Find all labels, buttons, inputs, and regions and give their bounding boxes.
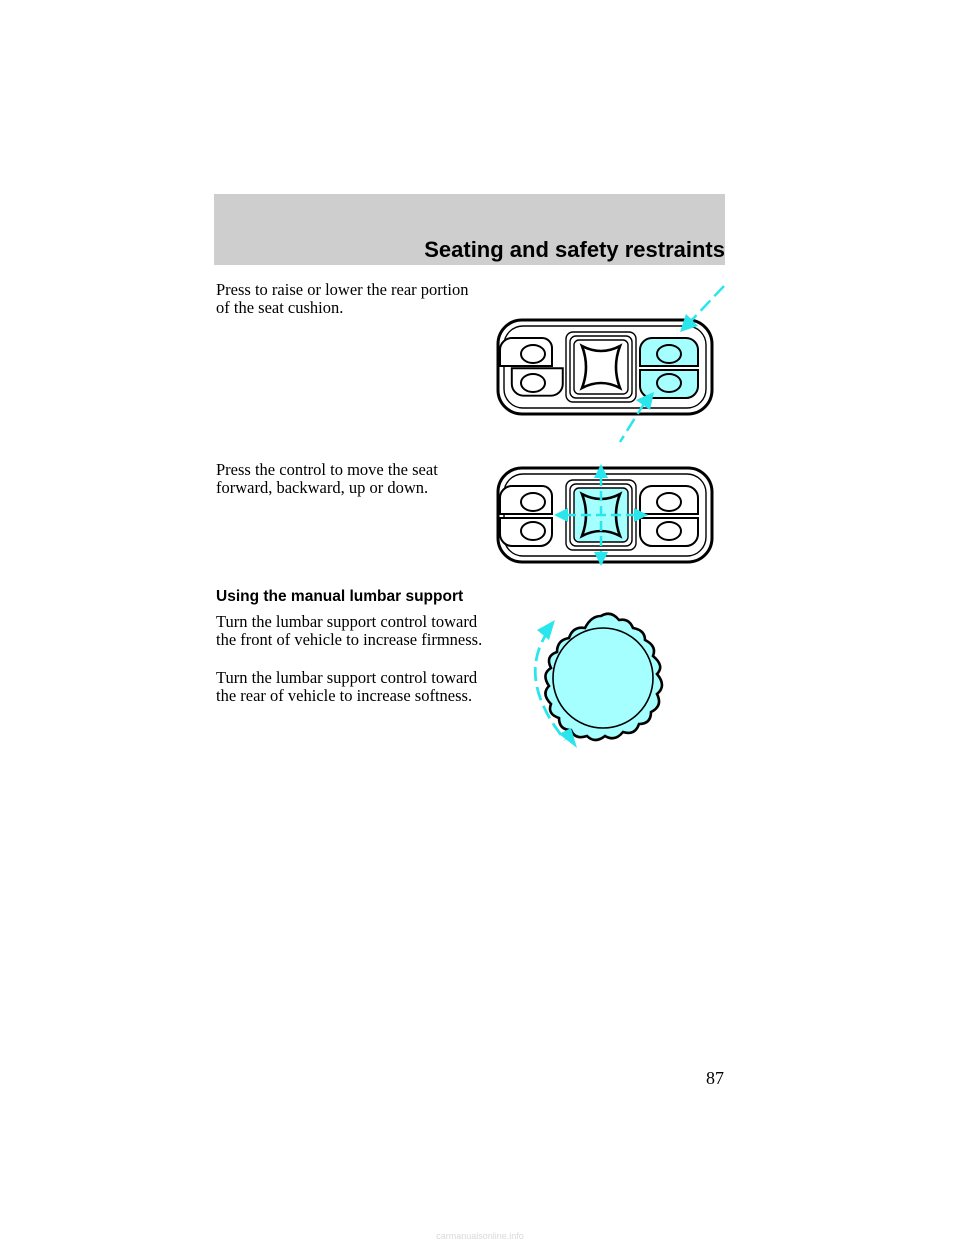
lumbar-knob-icon xyxy=(533,612,664,748)
seat-control-switch-icon xyxy=(496,285,725,443)
lumbar-firmness-instruction: Turn the lumbar support control toward t… xyxy=(216,612,483,649)
seat-four-way-control-icon xyxy=(496,464,714,566)
section-header-band: Seating and safety restraints xyxy=(214,194,725,265)
page-number: 87 xyxy=(706,1068,724,1088)
seat-move-instruction: Press the control to move the seat forwa… xyxy=(216,460,438,497)
lumbar-softness-instruction: Turn the lumbar support control toward t… xyxy=(216,668,478,705)
lumbar-heading: Using the manual lumbar support xyxy=(216,588,464,605)
watermark: carmanualsonline.info xyxy=(436,1231,524,1241)
section-title: Seating and safety restraints xyxy=(424,237,725,262)
rear-cushion-instruction: Press to raise or lower the rear portion… xyxy=(216,280,469,317)
